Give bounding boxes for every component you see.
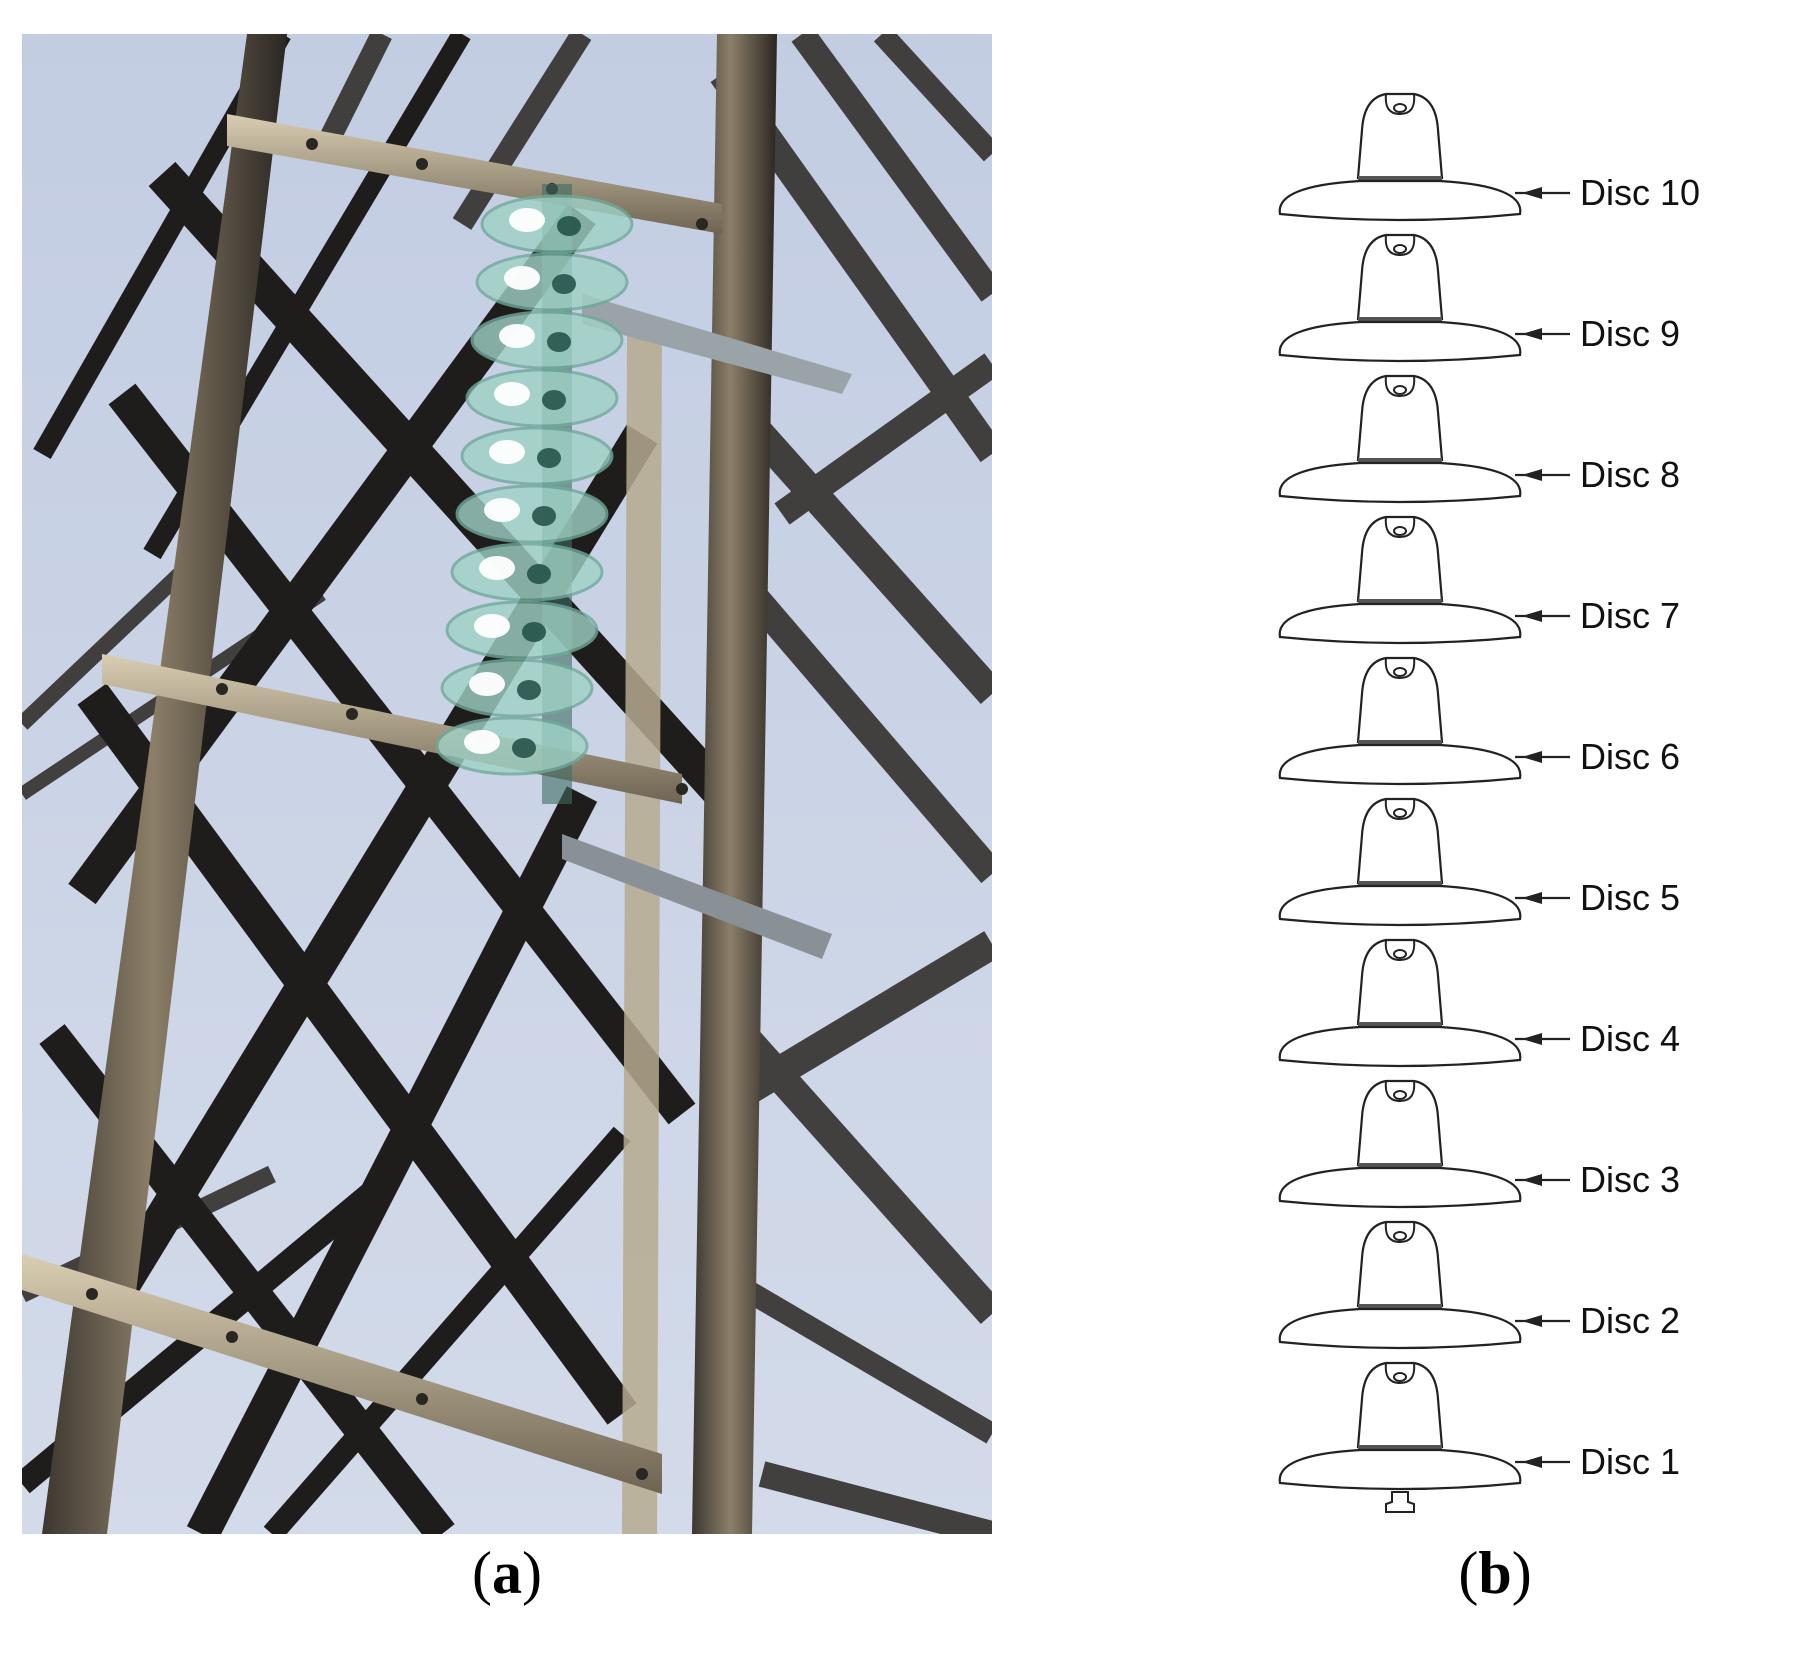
disc-label: Disc 9 <box>1580 313 1680 354</box>
disc-label: Disc 4 <box>1580 1018 1680 1059</box>
insulator-disc <box>1278 1079 1522 1209</box>
tower-left-leg <box>42 34 287 1534</box>
insulator-disc <box>1278 797 1522 927</box>
insulator-disc <box>1278 515 1522 645</box>
glass-disc <box>435 716 589 776</box>
disc-label: Disc 1 <box>1580 1441 1680 1482</box>
disc-pointer-arrow <box>1515 328 1570 340</box>
bottom-pin <box>1385 1491 1415 1513</box>
insulator-disc <box>1278 233 1522 363</box>
glass-disc <box>455 484 609 544</box>
glass-disc <box>450 542 604 602</box>
disc-label: Disc 5 <box>1580 877 1680 918</box>
disc-label: Disc 7 <box>1580 595 1680 636</box>
disc-pointer-arrow <box>1515 469 1570 481</box>
tower-post-highlight <box>622 334 662 1534</box>
insulator-disc <box>1278 92 1522 222</box>
panel-a-caption: (a) <box>472 1540 542 1606</box>
glass-disc <box>460 426 614 486</box>
glass-disc <box>475 252 629 312</box>
disc-label: Disc 6 <box>1580 736 1680 777</box>
tower-photo-illustration <box>22 34 992 1534</box>
glass-disc <box>470 310 624 370</box>
panel-b-caption: (b) <box>1458 1540 1532 1606</box>
disc-pointer-arrow <box>1515 751 1570 763</box>
disc-label: Disc 10 <box>1580 172 1700 213</box>
disc-pointer-arrow <box>1515 187 1570 199</box>
disc-pointer-arrow <box>1515 1456 1570 1468</box>
disc-label: Disc 8 <box>1580 454 1680 495</box>
disc-label: Disc 3 <box>1580 1159 1680 1200</box>
insulator-disc <box>1278 1361 1522 1491</box>
insulator-schematic: Disc 10 Disc 9 Disc 8 Disc 7 Disc 6 Disc 5 Dis… <box>1240 60 1801 1540</box>
glass-insulator-string <box>435 184 634 804</box>
disc-pointer-arrow <box>1515 1315 1570 1327</box>
glass-disc <box>440 658 594 718</box>
insulator-disc <box>1278 1220 1522 1350</box>
tower-photo <box>22 34 992 1534</box>
disc-pointer-arrow <box>1515 1033 1570 1045</box>
disc-pointer-arrow <box>1515 1174 1570 1186</box>
disc-pointer-arrow <box>1515 610 1570 622</box>
glass-disc <box>465 368 619 428</box>
tower-main-post <box>692 34 777 1534</box>
disc-label: Disc 2 <box>1580 1300 1680 1341</box>
insulator-disc <box>1278 656 1522 786</box>
disc-pointer-arrow <box>1515 892 1570 904</box>
insulator-disc <box>1278 938 1522 1068</box>
insulator-schematic-drawing: Disc 10 Disc 9 Disc 8 Disc 7 Disc 6 Disc 5 Dis… <box>1278 92 1700 1513</box>
glass-disc <box>445 600 599 660</box>
insulator-disc <box>1278 374 1522 504</box>
glass-disc <box>480 194 634 254</box>
